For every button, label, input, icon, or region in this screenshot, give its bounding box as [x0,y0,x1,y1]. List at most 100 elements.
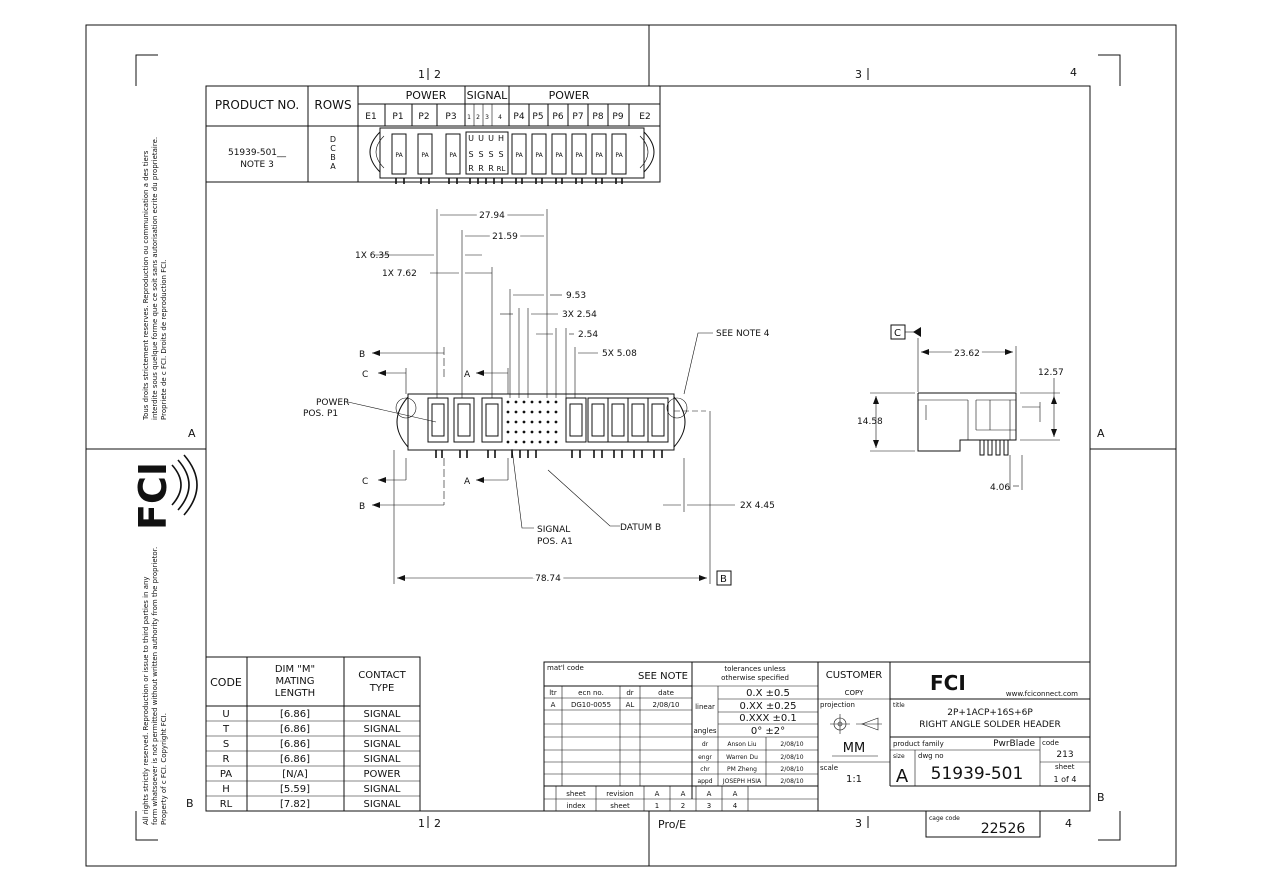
table-row-code: S [223,739,229,750]
sheet-rev-3: A [707,790,712,798]
zone-b-left: B [186,797,194,810]
col-e2: E2 [639,112,650,122]
dim-1x-6-35: 1X 6.35 [355,251,390,261]
section-a-bottom: A [464,477,471,487]
title-block: mat'l code SEE NOTE ltr ecn no. dr date … [543,661,1091,838]
dim-27-94: 27.94 [479,211,505,221]
rev-ltr: A [551,701,556,709]
people-name: Warren Du [726,754,758,761]
col-p9: P9 [612,112,623,122]
pa-p3: PA [449,152,457,159]
section-c-bottom: C [362,477,368,487]
note-fr-2: interdite sous quelque forme que ce soit… [151,137,159,420]
sig-3-r: R [488,164,494,173]
section-b-bottom: B [359,502,365,512]
zone-4-top: 4 [1070,66,1077,79]
people-role: engr [698,754,712,761]
col-p2: P2 [418,112,429,122]
product-family: PwrBlade [993,739,1035,749]
signal-pos-label-2: POS. A1 [537,537,573,547]
signal-pos-label-1: SIGNAL [537,525,570,535]
pa-p5: PA [535,152,543,159]
left-margin: Tous droits strictement reserves. Reprod… [131,137,198,825]
dim-21-59-bg: 21.59 [492,232,518,242]
datum-b: DATUM B [620,523,661,533]
sig-1-s: S [468,150,473,159]
title-label: title [893,702,905,709]
people-date: 2/08/10 [780,778,803,785]
type-header: TYPE [369,683,395,694]
section-a-top: A [464,370,471,380]
sheet-row-label: sheet [566,790,586,798]
title-line-1: 2P+1ACP+16S+6P [947,708,1033,718]
zone-b-right: B [1097,791,1105,804]
dim-9-53: 9.53 [566,291,586,301]
dimensions: 27.94 27.94 21.59 21.59 1X 6.35 1X 7.62 … [303,208,775,587]
tol-label-2: otherwise specified [721,674,789,682]
fci-logo-left: FCI [131,462,175,530]
zone-a-left: A [188,427,196,440]
sig-2-s: S [478,150,483,159]
table-row-code: R [223,754,230,765]
tol-0-xxx: 0.XXX ±0.1 [739,713,797,724]
col-p8: P8 [592,112,603,122]
zone-1-bottom: 1 [418,817,425,830]
length-header: LENGTH [275,688,315,699]
tol-label-1: tolerances unless [724,665,786,673]
pa-p4: PA [515,152,523,159]
dim-12-57: 12.57 [1038,368,1064,378]
table-row-type: SIGNAL [364,784,401,795]
sheet-rev-2: A [681,790,686,798]
zone-2-bottom: 2 [434,817,441,830]
zone-2-top: 2 [434,68,441,81]
sig-4-h: H [498,134,504,143]
index-1: 1 [655,802,659,810]
see-note-4: SEE NOTE 4 [716,329,770,339]
table-row-dim: [7.82] [280,799,310,810]
rev-dr-header: dr [626,689,633,697]
col-p6: P6 [552,112,563,122]
table-row-dim: [N/A] [282,769,308,780]
people-name: PM Zheng [727,766,757,773]
table-row-dim: [6.86] [280,739,310,750]
row-c: C [330,144,336,153]
sheet-value: 1 of 4 [1054,775,1077,784]
row-b: B [330,153,336,162]
table-row-type: SIGNAL [364,739,401,750]
sig-1-r: R [468,164,474,173]
sheet-label: sheet [1055,763,1075,771]
sheet-rev-4: A [733,790,738,798]
dim-21-59: 21.59 [492,232,518,242]
col-p5: P5 [532,112,543,122]
datum-c-letter: C [894,328,901,339]
pa-p9: PA [615,152,623,159]
dim-23-62-bg: 23.62 [954,349,980,359]
sig-2-r: R [478,164,484,173]
projection-label: projection [820,701,855,709]
rev-date: 2/08/10 [653,701,680,709]
outer-border [85,24,1177,867]
product-number: 51939-501__ [228,148,287,158]
table-row-code: RL [220,799,233,810]
customer-label: CUSTOMER [826,670,883,681]
power-pos-label-1: POWER [316,398,349,408]
col-p7: P7 [572,112,583,122]
zone-4-bottom: 4 [1065,817,1072,830]
matl-code-label: mat'l code [547,664,584,672]
product-family-label: product family [893,740,944,748]
col-p3: P3 [445,112,456,122]
table-row-type: SIGNAL [364,709,401,720]
code-header: CODE [210,676,242,689]
dim-78-74: 78.74 [535,574,561,584]
table-row-type: SIGNAL [364,799,401,810]
index-2: 2 [681,802,685,810]
tol-angle: 0° ±2° [751,726,785,737]
table-row-code: PA [220,769,232,780]
power-right-header: POWER [549,89,590,102]
signal-header: SIGNAL [467,89,509,102]
table-row-code: T [222,724,230,735]
col-s3: 3 [485,114,489,121]
sig-3-s: S [488,150,493,159]
dim-1x-7-62: 1X 7.62 [382,269,417,279]
size-value: A [896,766,909,787]
